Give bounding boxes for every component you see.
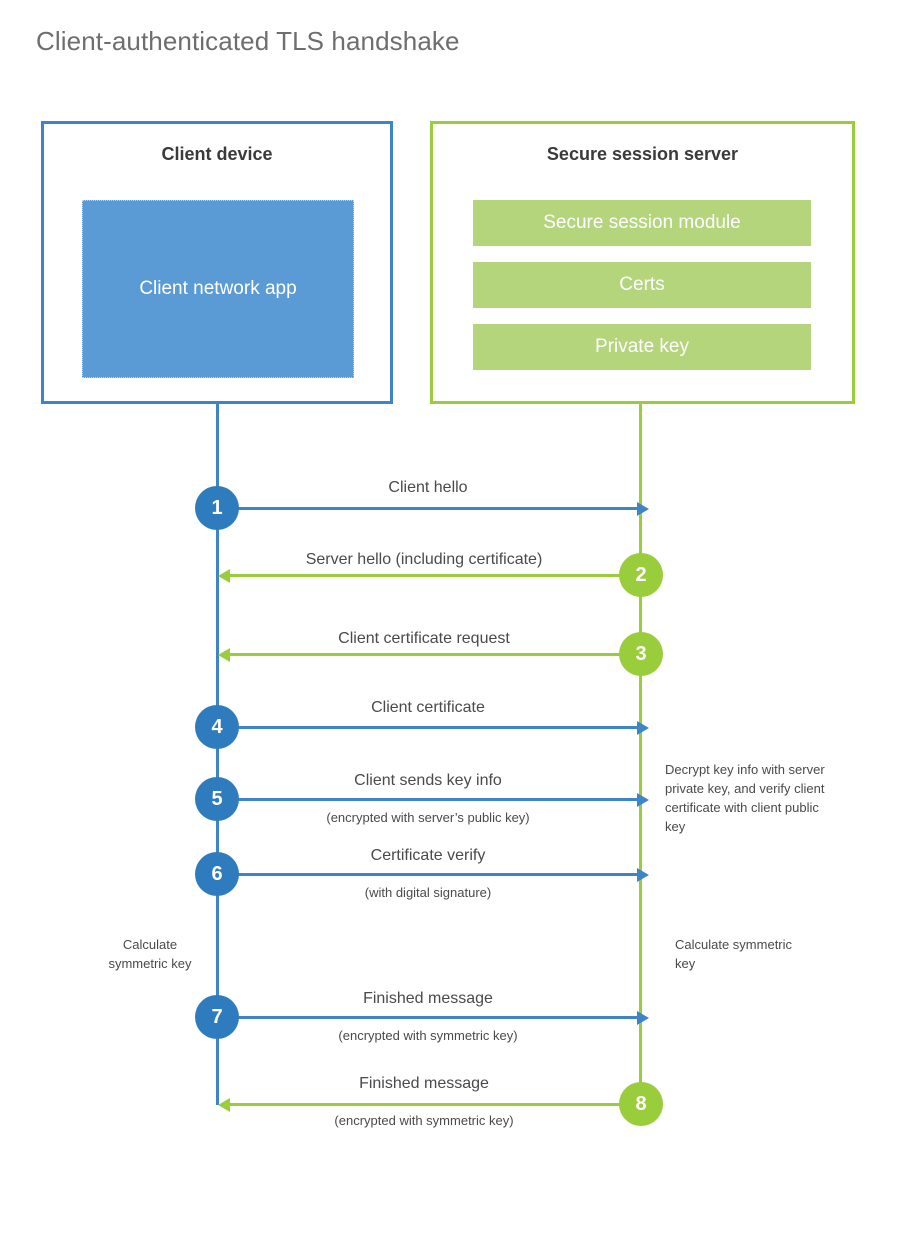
secure-session-server-box: Secure session server Secure session mod…: [430, 121, 855, 404]
arrow-step-1: [218, 501, 649, 516]
note-server-calculate-symmetric-key: Calculate symmetric key: [675, 937, 793, 971]
arrow-step-3: [218, 647, 639, 662]
label-step-1: Client hello: [388, 479, 468, 496]
arrow-head-left-icon: [218, 647, 230, 662]
step-badge-6[interactable]: 6: [195, 852, 239, 896]
arrow-head-right-icon: [637, 867, 649, 882]
arrow-head-right-icon: [637, 1010, 649, 1025]
client-device-title: Client device: [161, 144, 273, 164]
sublabel-step-7: (encrypted with symmetric key): [338, 1028, 518, 1043]
server-component-secure-session-module: Secure session module: [473, 200, 811, 246]
note-client-calculate-symmetric-key: Calculate symmetric key: [108, 937, 192, 971]
note-server-decrypt: Decrypt key info with server private key…: [665, 762, 825, 834]
arrow-step-8: [218, 1097, 639, 1112]
label-step-3: Client certificate request: [338, 630, 510, 647]
step-badge-3[interactable]: 3: [619, 632, 663, 676]
server-component-certs: Certs: [473, 262, 811, 308]
step-badge-7[interactable]: 7: [195, 995, 239, 1039]
sublabel-step-8: (encrypted with symmetric key): [334, 1113, 514, 1128]
arrow-step-5: [218, 792, 649, 807]
arrow-head-right-icon: [637, 501, 649, 516]
step-badge-8[interactable]: 8: [619, 1082, 663, 1126]
label-step-5: Client sends key info: [354, 772, 502, 789]
secure-session-server-title: Secure session server: [546, 144, 739, 164]
sublabel-step-5: (encrypted with server’s public key): [326, 810, 530, 825]
page-title: Client-authenticated TLS handshake: [36, 26, 460, 56]
step-badge-4[interactable]: 4: [195, 705, 239, 749]
label-step-8: Finished message: [359, 1075, 489, 1092]
client-device-box: Client device Client network app: [41, 121, 393, 404]
arrow-step-6: [218, 867, 649, 882]
server-component-list: Secure session module Certs Private key: [473, 200, 811, 370]
step-badge-2[interactable]: 2: [619, 553, 663, 597]
arrow-head-left-icon: [218, 1097, 230, 1112]
label-step-7: Finished message: [363, 990, 493, 1007]
arrow-step-4: [218, 720, 649, 735]
arrow-head-left-icon: [218, 568, 230, 583]
client-network-app-block: Client network app: [82, 200, 354, 378]
server-lifeline: [639, 404, 642, 1105]
step-badge-1[interactable]: 1: [195, 486, 239, 530]
client-lifeline: [216, 404, 219, 1105]
label-step-6: Certificate verify: [370, 847, 486, 864]
label-step-4: Client certificate: [371, 699, 485, 716]
arrow-head-right-icon: [637, 720, 649, 735]
sublabel-step-6: (with digital signature): [364, 885, 492, 900]
arrow-head-right-icon: [637, 792, 649, 807]
arrow-step-2: [218, 568, 639, 583]
label-step-2: Server hello (including certificate): [305, 551, 543, 568]
server-component-private-key: Private key: [473, 324, 811, 370]
step-badge-5[interactable]: 5: [195, 777, 239, 821]
arrow-step-7: [218, 1010, 649, 1025]
